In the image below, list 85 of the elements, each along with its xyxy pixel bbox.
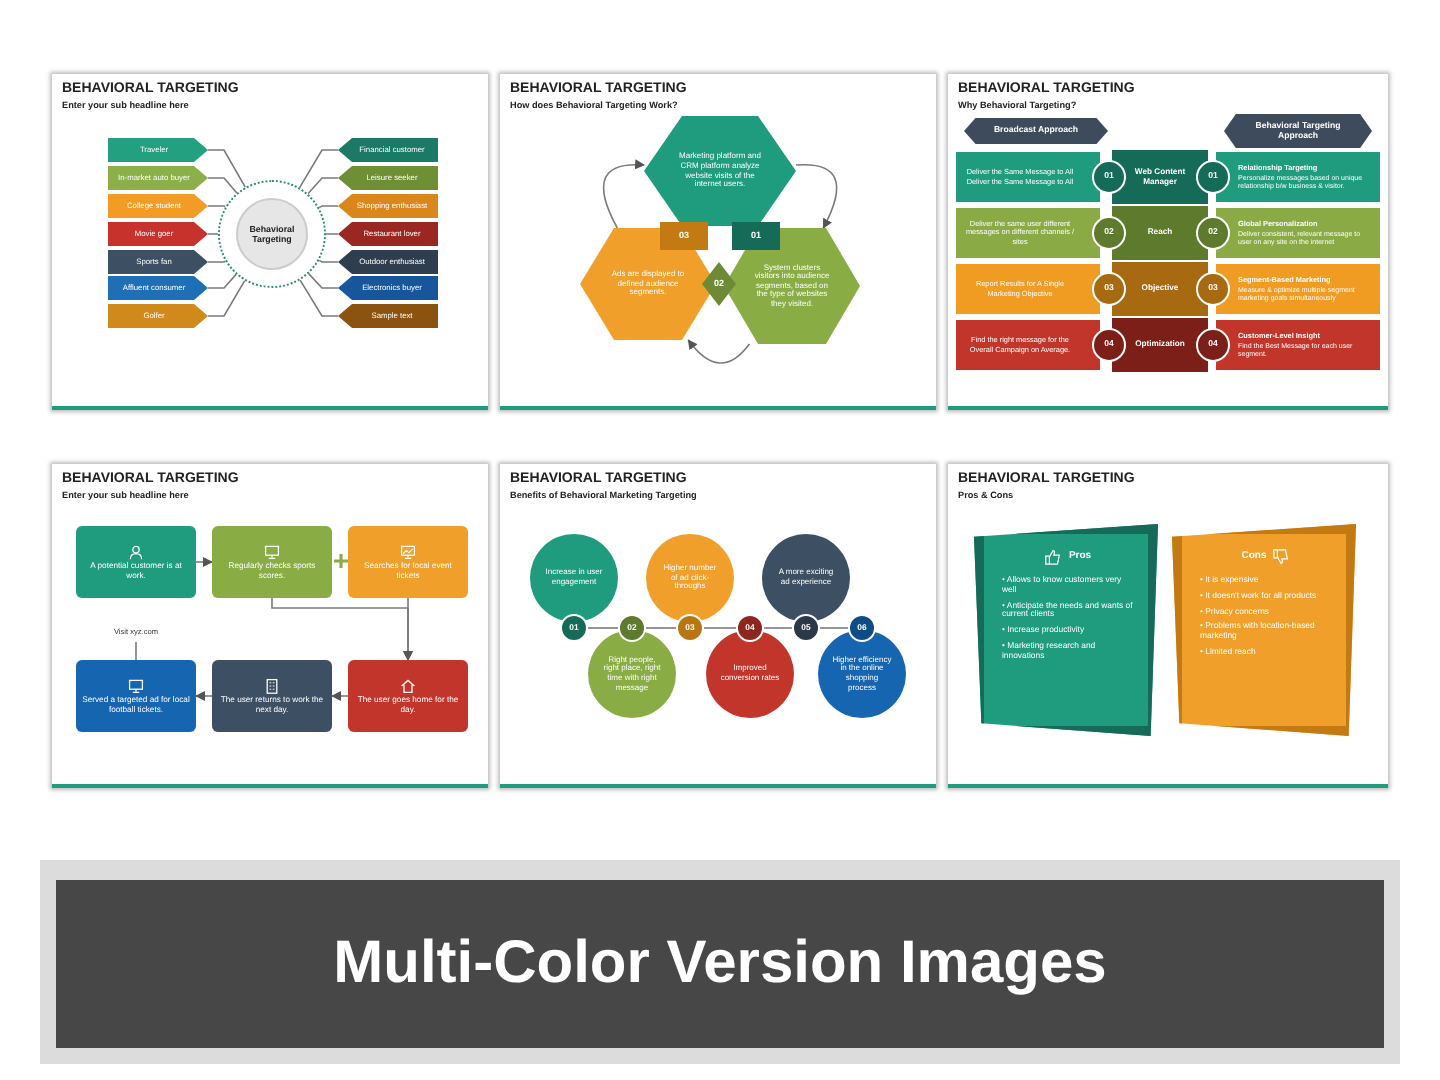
- label-tag: [338, 166, 438, 190]
- label-tag: [338, 276, 438, 300]
- panel-card: [1172, 524, 1356, 736]
- step-card: [212, 526, 332, 598]
- row-band: [1112, 206, 1208, 260]
- benefit-circle: [762, 534, 850, 622]
- row-box: [1216, 152, 1380, 202]
- label-tag: [108, 166, 208, 190]
- connector-line: [207, 279, 246, 317]
- row-box: [956, 152, 1100, 202]
- connector-line: [321, 233, 339, 235]
- benefit-circle: [706, 630, 794, 718]
- connector-line: [307, 177, 339, 195]
- benefit-circle: [646, 534, 734, 622]
- connector-line: [763, 627, 793, 629]
- arrow: [795, 163, 838, 229]
- connector-line: [318, 259, 339, 263]
- arrow: [403, 597, 413, 661]
- row-band: [1112, 318, 1208, 372]
- row-box: [1216, 264, 1380, 314]
- label-tag: [338, 304, 438, 328]
- number-circle: [736, 614, 764, 642]
- arrow: [195, 557, 213, 567]
- row-band: [1112, 262, 1208, 316]
- number-tag: [660, 222, 708, 250]
- step-card: [76, 526, 196, 598]
- number-circle: [792, 614, 820, 642]
- slide-card: [500, 74, 936, 410]
- panel-card: [974, 524, 1158, 736]
- step-card: [348, 660, 468, 732]
- hub-circle: [218, 180, 326, 288]
- label-tag: [338, 222, 438, 246]
- connector-line: [587, 627, 619, 629]
- number-circle: [848, 614, 876, 642]
- row-band: [1112, 150, 1208, 204]
- benefit-circle: [530, 534, 618, 622]
- connector-line: [298, 149, 339, 189]
- connector-line: [307, 272, 339, 289]
- slide-card: [948, 74, 1388, 410]
- number-tag: [732, 222, 780, 250]
- connector-line: [207, 260, 227, 263]
- slide-card: [948, 464, 1388, 788]
- arrow: [602, 159, 645, 229]
- label-tag: [108, 138, 208, 162]
- row-box: [956, 264, 1100, 314]
- label-tag: [108, 222, 208, 246]
- banner-title: Multi-Color Version Images: [333, 929, 1107, 999]
- header-banner: [1224, 114, 1372, 148]
- connector-line: [207, 149, 246, 188]
- step-card: [348, 526, 468, 598]
- slide-card: [500, 464, 936, 788]
- row-box: [956, 320, 1100, 370]
- row-box: [1216, 320, 1380, 370]
- connector-line: [819, 627, 849, 629]
- label-tag: [338, 194, 438, 218]
- slide-card: [52, 464, 488, 788]
- banner: [56, 880, 1384, 1048]
- number-circle: [618, 614, 646, 642]
- label-tag: [108, 276, 208, 300]
- arrow: [195, 691, 213, 701]
- connector-line: [318, 205, 339, 209]
- benefit-circle: [588, 630, 676, 718]
- connector-line: [207, 205, 227, 208]
- connector-line: [207, 273, 237, 289]
- step-card: [212, 660, 332, 732]
- row-box: [956, 208, 1100, 258]
- connector-line: [645, 627, 677, 629]
- arrow: [331, 691, 349, 701]
- arrow: [687, 339, 751, 364]
- label-tag: [338, 138, 438, 162]
- step-card: [76, 660, 196, 732]
- label-tag: [108, 194, 208, 218]
- label-tag: [108, 304, 208, 328]
- number-circle: [676, 614, 704, 642]
- row-box: [1216, 208, 1380, 258]
- connector-line: [299, 279, 339, 317]
- slide-card: [52, 74, 488, 410]
- label-tag: [338, 250, 438, 274]
- label-tag: [108, 250, 208, 274]
- connector-line: [207, 177, 238, 194]
- number-circle: [560, 614, 588, 642]
- benefit-circle: [818, 630, 906, 718]
- leader-line: [135, 641, 137, 661]
- header-banner: [964, 118, 1108, 144]
- connector-line: [703, 627, 737, 629]
